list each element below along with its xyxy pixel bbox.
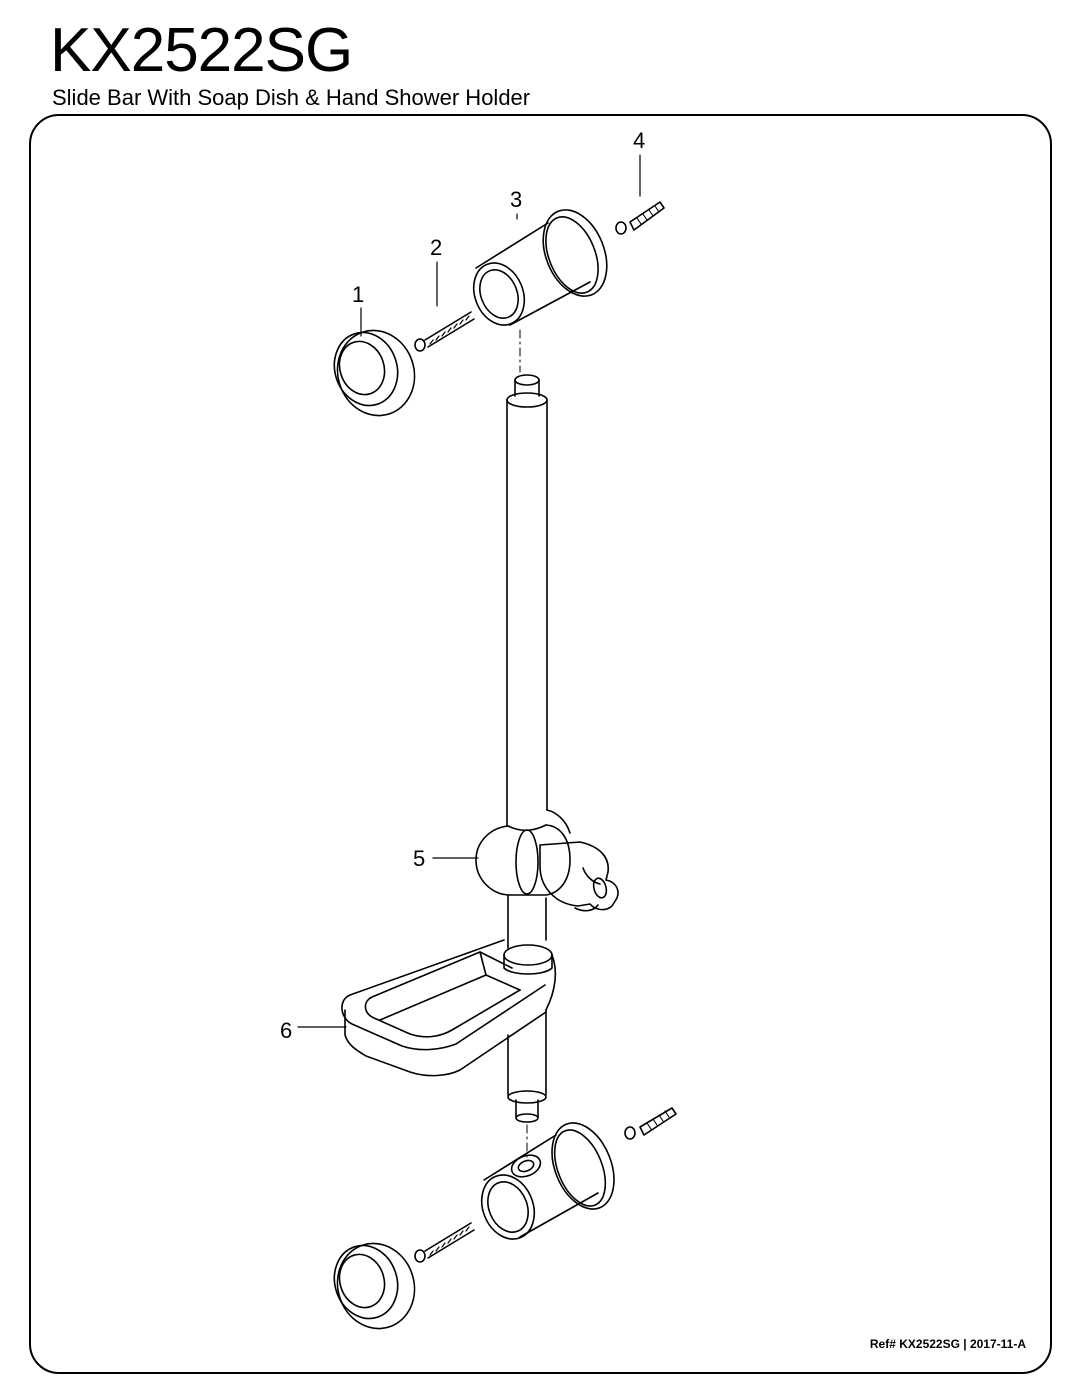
- bottom-cover-cap: [333, 1242, 416, 1330]
- part-6-soap-dish: [341, 939, 557, 1077]
- part-4-wall-anchor: [615, 201, 665, 235]
- part-3-top-bracket: [472, 209, 608, 373]
- part-2-screw: [414, 311, 475, 352]
- leader-lines: [297, 154, 641, 1028]
- part-1-cover-cap: [333, 329, 416, 417]
- diagram-frame: [29, 114, 1052, 1374]
- part-label-6: 6: [280, 1018, 292, 1043]
- reference-code: Ref# KX2522SG | 2017-11-A: [869, 1337, 1026, 1351]
- bottom-screw: [414, 1222, 475, 1263]
- part-label-2: 2: [430, 235, 442, 260]
- part-label-4: 4: [633, 128, 645, 153]
- bottom-wall-anchor: [624, 1107, 677, 1140]
- bottom-bracket: [480, 1122, 615, 1240]
- product-subtitle: Slide Bar With Soap Dish & Hand Shower H…: [52, 85, 531, 110]
- model-number: KX2522SG: [50, 16, 353, 85]
- slide-bar: [506, 374, 548, 1159]
- part-label-1: 1: [352, 282, 364, 307]
- part-label-3: 3: [510, 187, 522, 212]
- part-label-5: 5: [413, 846, 425, 871]
- part-5-shower-holder: [475, 809, 619, 912]
